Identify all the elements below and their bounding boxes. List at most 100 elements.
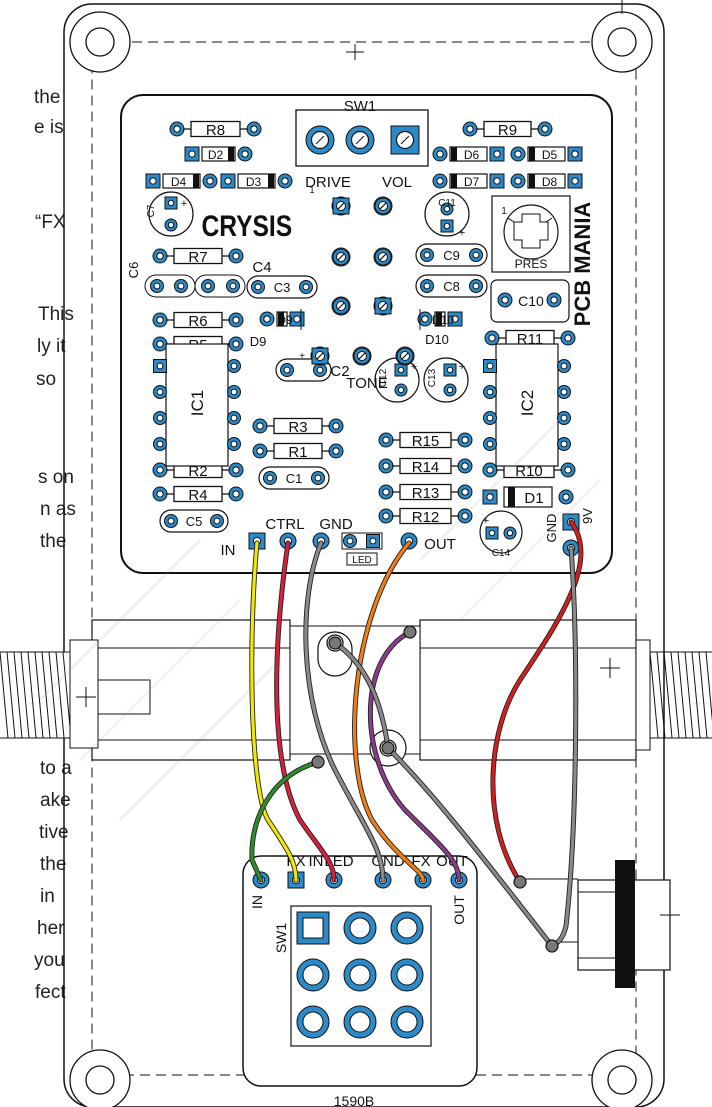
side-text-line: tive: [39, 822, 69, 843]
pad-hole: [488, 529, 496, 537]
pcb-brand: PCB MANIA: [570, 202, 595, 327]
pres-tick: [545, 217, 553, 223]
pad-hole: [177, 282, 185, 290]
thread-line: [677, 651, 687, 739]
wire-grey-dc: [550, 546, 578, 948]
resistor-label: R6: [188, 313, 207, 330]
diode-band: [278, 312, 284, 326]
pad-label-9v: 9V: [580, 508, 595, 524]
wire-joint: [545, 939, 559, 953]
watermark: [38, 418, 602, 822]
ic-body: [165, 343, 229, 467]
ecap-plus: +: [483, 515, 489, 527]
cap-label: C1: [286, 471, 303, 486]
diode-body: [527, 173, 566, 189]
side-text-line: her: [37, 918, 65, 939]
diode-label: D6: [464, 148, 480, 162]
side-text-line: the: [40, 854, 67, 875]
pad-label-ctrl: CTRL: [265, 516, 304, 533]
ecap-label: C7: [146, 204, 157, 217]
wire-joint: [381, 741, 395, 755]
pres-tick: [507, 217, 515, 223]
wire-dcred: [491, 520, 583, 884]
pad-hole: [466, 125, 474, 133]
pad-hole: [230, 388, 238, 396]
sw1-pad: [390, 125, 420, 155]
pad-hole: [156, 414, 164, 422]
resistor-body: [399, 431, 452, 449]
diode-band: [451, 147, 457, 161]
pad-label-gnd: GND: [319, 516, 353, 533]
fs-label: IN: [249, 895, 265, 909]
pad-hole: [232, 466, 240, 474]
wire-joint: [403, 625, 417, 639]
watermark-stroke: [38, 418, 602, 822]
pad-hole: [446, 386, 454, 394]
pad-hole: [560, 414, 568, 422]
ecap-label: C11: [438, 198, 456, 209]
diode-body: [162, 173, 201, 189]
thread-line: [41, 651, 51, 739]
pad-hole: [156, 388, 164, 396]
fs-label: IN: [309, 853, 324, 870]
pad-hole: [564, 466, 572, 474]
pad-hole: [156, 252, 164, 260]
pad-label-led: LED: [352, 555, 371, 566]
pad-hole: [167, 517, 175, 525]
pot-slot: [337, 202, 345, 210]
pad-hole: [436, 177, 444, 185]
resistor-body: [173, 247, 223, 265]
thread-line: [670, 651, 680, 739]
resistor-body: [173, 485, 223, 503]
diode-band: [268, 174, 274, 188]
switch-hole: [349, 917, 371, 939]
diode-label: D7: [464, 175, 480, 189]
side-text-line: This: [38, 304, 74, 325]
cap-label: C8: [443, 279, 460, 294]
led-label-box: [346, 552, 378, 566]
main-pcb: [120, 94, 613, 574]
thread-line: [684, 651, 694, 739]
wire-grey-jack: [386, 746, 554, 948]
resistor-label: R7: [188, 249, 207, 266]
diode-label: D10: [432, 313, 454, 327]
diode-label: D9: [250, 334, 267, 349]
dc-jack-nut: [615, 860, 635, 988]
pad-hole: [486, 388, 494, 396]
pad-hole: [382, 436, 390, 444]
pad-hole: [206, 177, 214, 185]
cap-label: C10: [518, 293, 544, 309]
side-text-line: the: [40, 531, 67, 552]
diode-label: D8: [542, 175, 558, 189]
resistor-body: [173, 311, 223, 329]
ic-label: IC2: [518, 390, 537, 416]
pad-hole: [229, 282, 237, 290]
corner-screw-hole: [607, 1065, 637, 1095]
pot-label-tone: TONE: [346, 375, 387, 392]
resistor-body: [273, 417, 323, 435]
pad-hole: [224, 177, 232, 185]
pad-hole: [256, 422, 264, 430]
pcb-title: CRYSIS: [202, 209, 293, 243]
resistor-label: R14: [412, 459, 440, 476]
pad-hole: [461, 512, 469, 520]
pad-hole: [230, 440, 238, 448]
resistor-body: [273, 442, 323, 460]
pad-hole: [562, 493, 570, 501]
pad-hole: [436, 150, 444, 158]
pad-hole: [501, 296, 509, 304]
pad-label-out: OUT: [424, 536, 456, 553]
diode-label: D4: [171, 175, 187, 189]
ecap-body: [479, 510, 523, 554]
pad-hole: [560, 388, 568, 396]
ic-label: IC1: [188, 390, 207, 416]
cap-label: C6: [126, 262, 141, 279]
pad-hole: [486, 466, 494, 474]
wire-orange: [353, 541, 425, 882]
pad-hole: [230, 362, 238, 370]
wire-green: [250, 760, 320, 882]
diode-band: [529, 147, 535, 161]
switch-hole: [396, 917, 418, 939]
diode-band: [193, 174, 199, 188]
